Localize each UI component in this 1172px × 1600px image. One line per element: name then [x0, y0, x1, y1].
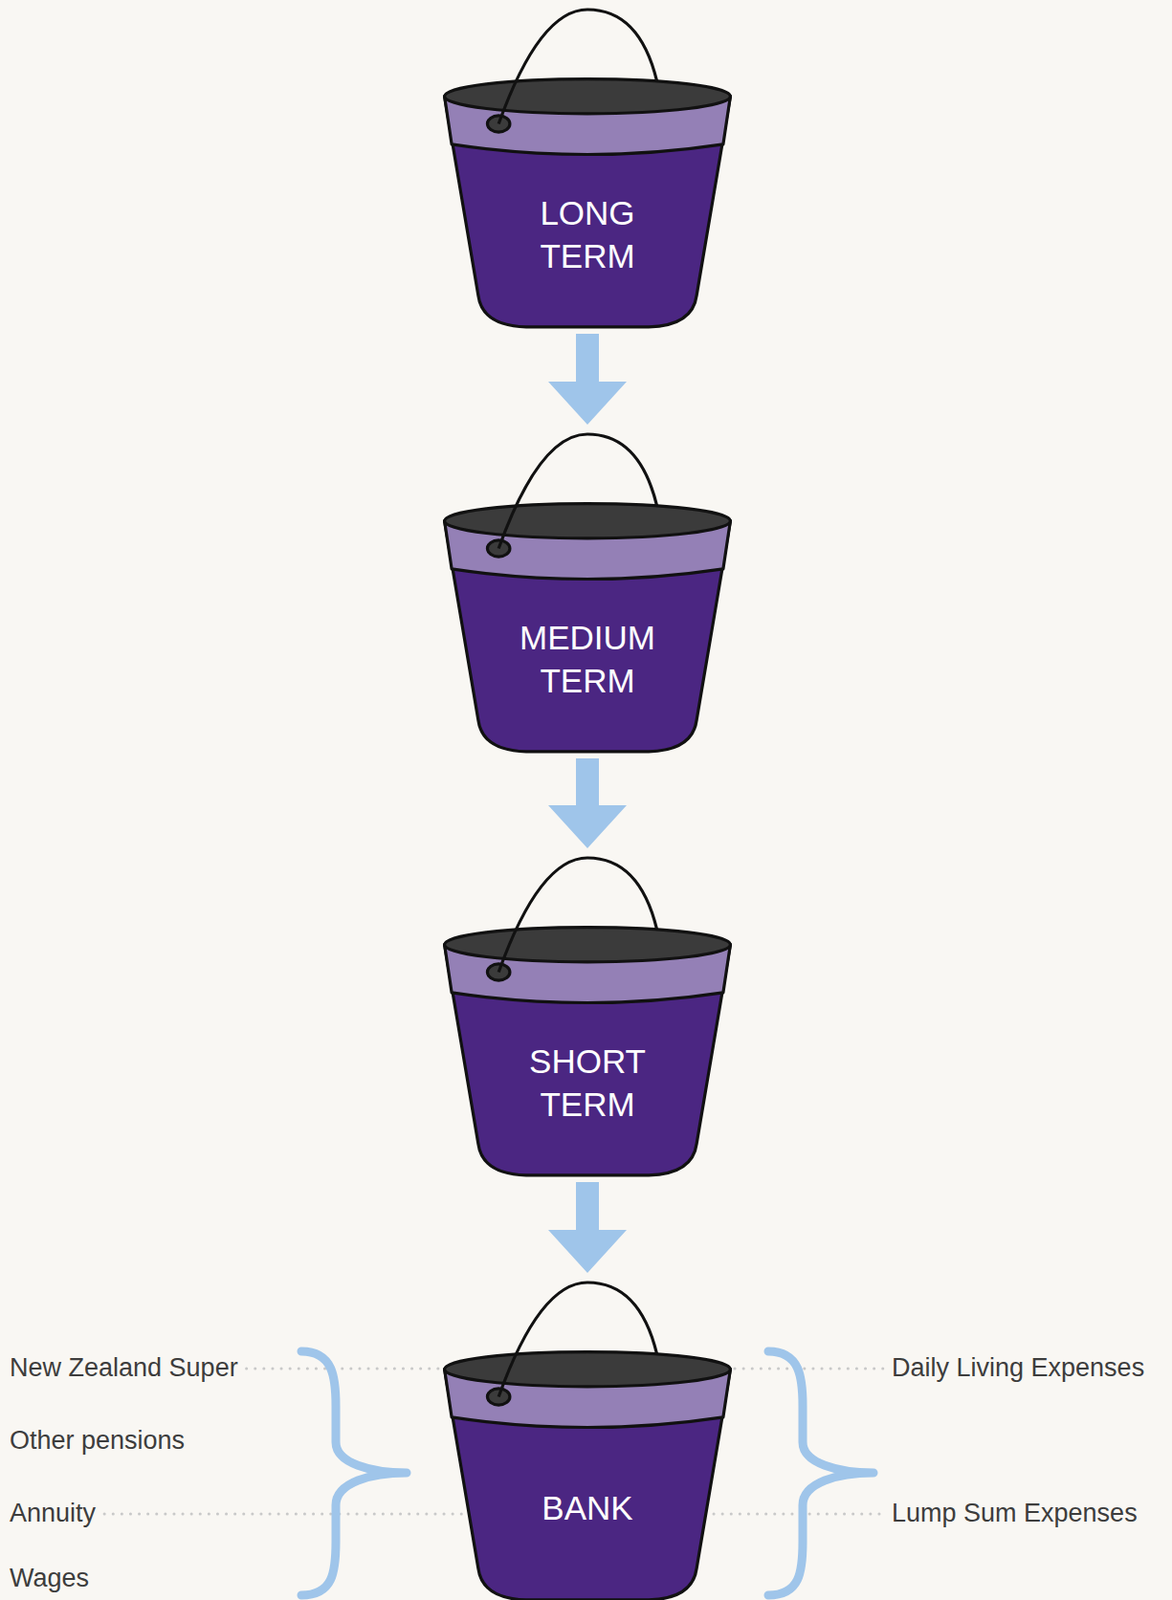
- bucket-body: [444, 945, 731, 1176]
- bucket-body: [444, 1370, 731, 1600]
- bucket-text-area: BANK: [443, 1486, 731, 1530]
- bucket-rim: [444, 504, 731, 539]
- bucket-text-area: LONG TERM: [443, 191, 731, 278]
- curly-brace: [768, 1351, 874, 1596]
- bucket-handle: [498, 434, 657, 550]
- curly-brace: [301, 1351, 407, 1596]
- bucket-rim: [444, 928, 731, 963]
- bucket-label: SHORT TERM: [496, 1039, 679, 1127]
- bucket: SHORT TERM: [443, 858, 731, 1175]
- bucket: LONG TERM: [443, 9, 731, 327]
- bucket-label: BANK: [496, 1486, 679, 1530]
- bucket-rim: [444, 79, 731, 114]
- bucket-text-area: MEDIUM TERM: [443, 616, 731, 703]
- bucket-handle: [498, 858, 657, 973]
- bucket-text-area: SHORT TERM: [443, 1039, 731, 1127]
- bucket-body: [444, 96, 731, 328]
- side-label: New Zealand Super: [9, 1352, 239, 1384]
- side-label: Annuity: [9, 1498, 96, 1529]
- bucket: MEDIUM TERM: [443, 434, 731, 752]
- dotted-leader: [104, 1513, 464, 1517]
- side-label: Wages: [9, 1563, 89, 1594]
- side-label: Lump Sum Expenses: [891, 1498, 1138, 1529]
- side-label: Daily Living Expenses: [891, 1352, 1145, 1384]
- bucket-handle: [498, 9, 657, 125]
- bucket-handle: [498, 1282, 657, 1398]
- bucket: BANK: [443, 1282, 731, 1600]
- bucket-rim: [444, 1352, 731, 1388]
- flow-arrow: [548, 758, 627, 849]
- flow-arrow: [548, 333, 627, 425]
- handle-ring: [486, 540, 509, 557]
- bucket-label: MEDIUM TERM: [496, 616, 679, 703]
- bucket-body: [444, 521, 731, 752]
- handle-ring: [486, 964, 509, 981]
- bucket-shape: [443, 9, 731, 327]
- side-label: Other pensions: [9, 1425, 185, 1457]
- dotted-leader: [246, 1368, 444, 1372]
- flow-arrow: [548, 1182, 627, 1274]
- bucket-shape: [443, 858, 731, 1175]
- bucket-label: LONG TERM: [496, 191, 679, 278]
- bucket-shape: [443, 1282, 731, 1600]
- handle-ring: [486, 1389, 509, 1406]
- dotted-leader: [734, 1368, 884, 1372]
- bucket-shape: [443, 434, 731, 752]
